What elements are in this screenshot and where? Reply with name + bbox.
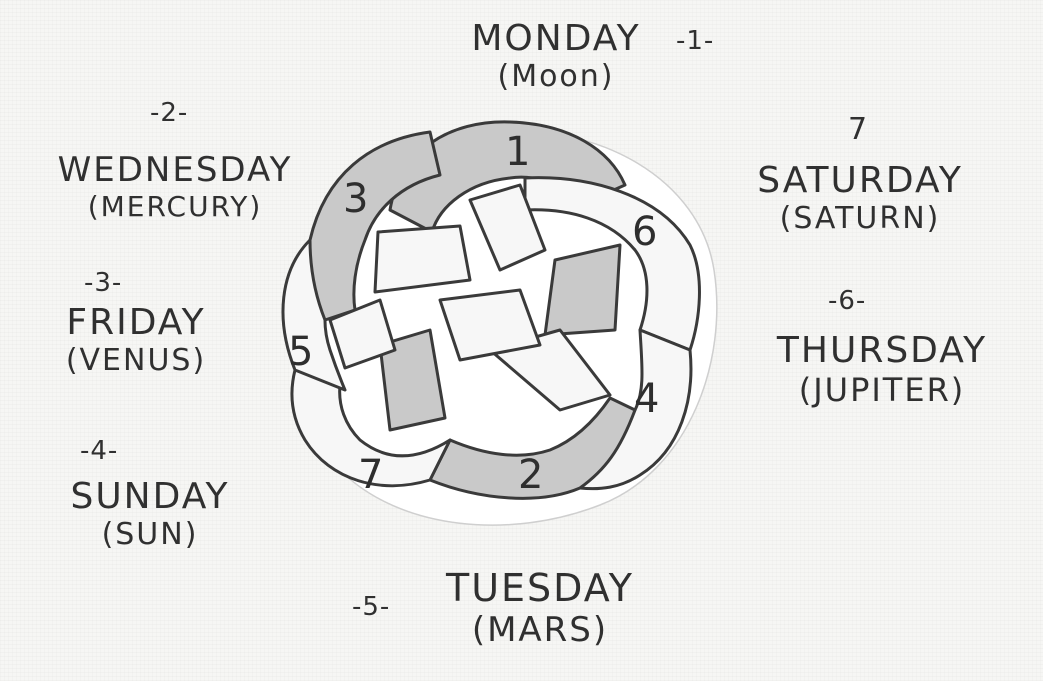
knot-number-5: 5 — [288, 329, 313, 375]
day-tuesday: TUESDAY — [420, 566, 660, 610]
planet-saturday: (SATURN) — [730, 201, 990, 236]
day-wednesday: WEDNESDAY — [40, 150, 310, 190]
label-tuesday: TUESDAY (MARS) — [420, 566, 660, 650]
order-thursday: -6- — [828, 286, 866, 316]
order-monday: -1- — [676, 26, 714, 56]
strap-inner-c — [545, 245, 620, 335]
planet-friday: (VENUS) — [26, 343, 246, 378]
order-sunday: -4- — [80, 436, 118, 466]
day-monday: MONDAY — [456, 18, 656, 59]
order-wednesday: -2- — [150, 98, 188, 128]
planet-thursday: (JUPITER) — [742, 371, 1022, 409]
planet-tuesday: (MARS) — [420, 610, 660, 650]
knot-number-4: 4 — [634, 376, 659, 422]
strap-inner-a — [375, 226, 470, 292]
label-friday: FRIDAY (VENUS) — [26, 302, 246, 378]
label-thursday: THURSDAY (JUPITER) — [742, 330, 1022, 409]
knot-number-6: 6 — [632, 209, 657, 255]
day-thursday: THURSDAY — [742, 330, 1022, 371]
label-saturday: SATURDAY (SATURN) — [730, 160, 990, 236]
knot-number-2: 2 — [518, 452, 543, 498]
knot-number-7: 7 — [358, 452, 383, 498]
planet-wednesday: (MERCURY) — [40, 190, 310, 223]
day-sunday: SUNDAY — [50, 476, 250, 517]
label-wednesday: WEDNESDAY (MERCURY) — [40, 150, 310, 223]
order-tuesday: -5- — [352, 592, 390, 622]
planet-monday: (Moon) — [456, 59, 656, 94]
label-monday: MONDAY (Moon) — [456, 18, 656, 94]
knot-number-3: 3 — [343, 176, 368, 222]
label-sunday: SUNDAY (SUN) — [50, 476, 250, 552]
day-friday: FRIDAY — [26, 302, 246, 343]
day-saturday: SATURDAY — [730, 160, 990, 201]
planet-sunday: (SUN) — [50, 517, 250, 552]
order-friday: -3- — [84, 268, 122, 298]
order-saturday: 7 — [848, 112, 868, 147]
knot-number-1: 1 — [505, 129, 530, 175]
